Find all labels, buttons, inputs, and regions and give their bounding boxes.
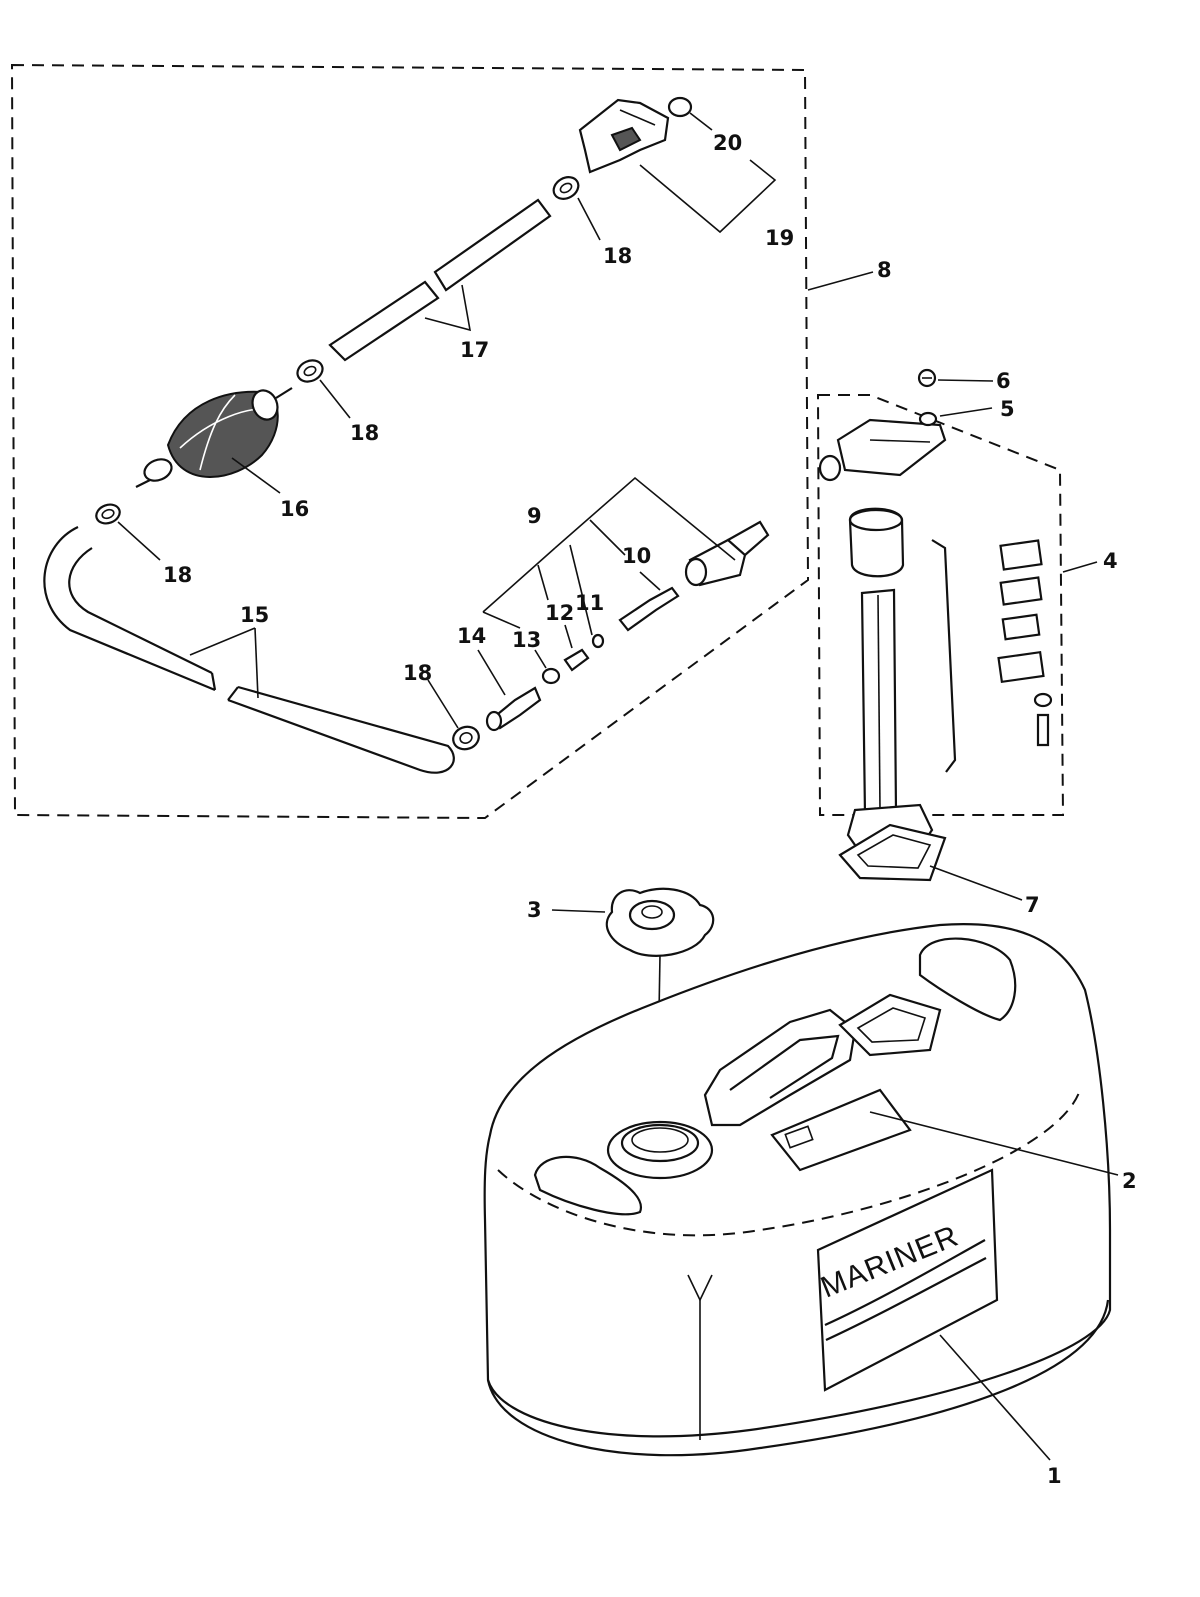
mounting-screw [917,368,937,388]
callout-7: 7 [1025,893,1040,917]
fuel-tank: MARINER [483,923,1112,1457]
tank-connector-body [684,520,770,587]
callout-3: 3 [527,898,542,922]
callout-5: 5 [1000,397,1015,421]
callout-4: 4 [1103,549,1118,573]
callout-18-upper: 18 [603,244,632,268]
callout-18-tank-end: 18 [403,661,432,685]
pickup-gasket [838,823,947,882]
hose-clamp-upper [552,176,580,200]
primer-bulb [135,387,293,488]
leader-lines [117,112,1119,1461]
fuel-line-kit-boundary [10,63,810,820]
callout-1: 1 [1047,1464,1062,1488]
callout-8: 8 [877,258,892,282]
pickup-float-cup [848,507,905,578]
callout-10: 10 [622,544,651,568]
engine-connector [578,98,670,174]
callout-2: 2 [1122,1169,1137,1193]
callout-labels: 1 2 3 4 5 6 7 8 9 10 11 12 13 14 15 16 1… [163,131,1137,1488]
connector-valve [618,586,680,632]
connector-washer [541,667,561,685]
fuel-hose-lower [43,526,455,774]
pickup-tube [860,588,898,817]
fuel-hose-upper [328,198,552,362]
connector-o-ring [591,633,605,649]
callout-18-bulb: 18 [350,421,379,445]
callout-18-lower-left: 18 [163,563,192,587]
fuel-gauge-rod [931,539,957,773]
callout-17: 17 [460,338,489,362]
callout-6: 6 [996,369,1011,393]
pickup-assembly-boundary [816,394,1065,816]
gauge-window-parts [997,539,1053,747]
callout-12: 12 [545,601,574,625]
callout-11: 11 [575,591,604,615]
callout-15: 15 [240,603,269,627]
hose-clamp-bulb-outlet [296,359,324,383]
hose-clamp-lower-left [95,503,121,525]
connector-fitting [563,648,590,672]
callout-19: 19 [765,226,794,250]
callout-16: 16 [280,497,309,521]
callout-13: 13 [512,628,541,652]
lock-washer [918,411,938,427]
o-ring [667,96,693,118]
callout-20: 20 [713,131,742,155]
callout-14: 14 [457,624,486,648]
pickup-top-fitting [818,418,947,482]
hose-clamp-tank-end [452,725,480,751]
hose-fitting [485,686,542,732]
callout-9: 9 [527,504,542,528]
